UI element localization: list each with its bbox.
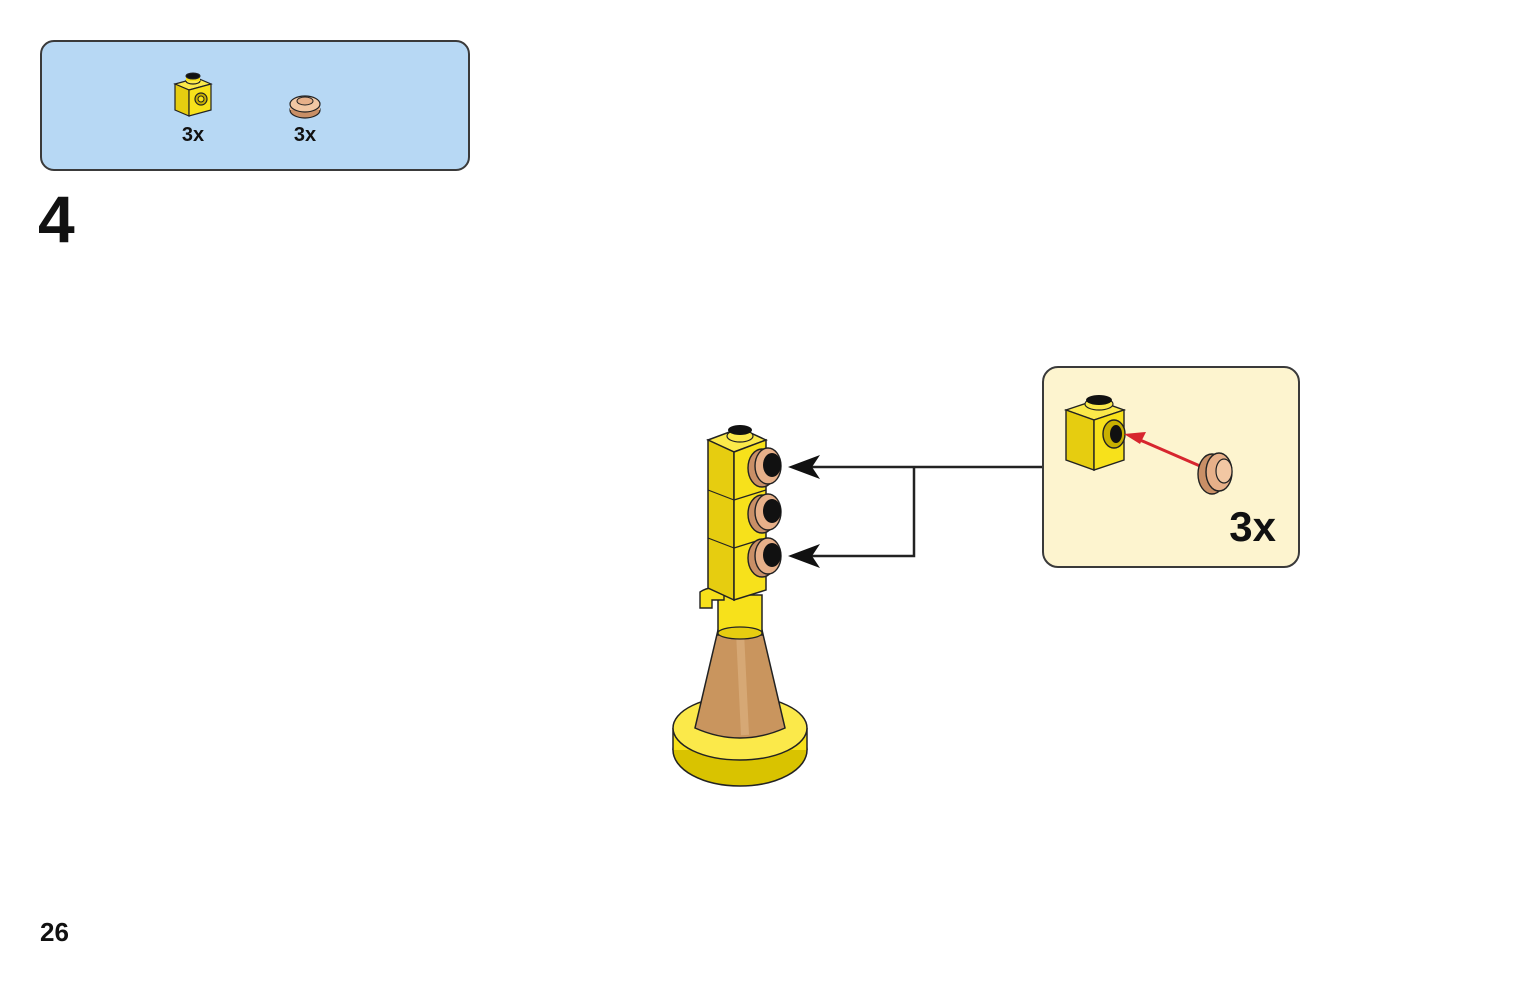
sub-assembly-callout: 3x: [1042, 366, 1300, 568]
red-direction-arrow-icon: [1124, 432, 1201, 468]
step-number: 4: [38, 182, 75, 256]
parts-list-quantity: 3x: [181, 124, 205, 146]
tan-cone-icon: [694, 629, 786, 739]
parts-list-item-headlight-brick: 3x: [168, 70, 218, 147]
callout-illustration: [1063, 395, 1233, 495]
arrowhead-icon: [788, 455, 820, 479]
parts-list-item-round-plate: 3x: [285, 90, 325, 147]
callout-quantity: 3x: [1229, 503, 1276, 550]
parts-list-box: 3x 3x: [40, 40, 470, 171]
parts-list-quantity: 3x: [293, 124, 317, 146]
page-number: 26: [40, 917, 69, 947]
tan-round-plate-icon: [289, 95, 321, 119]
yellow-headlight-brick-icon: [1063, 395, 1127, 471]
tan-round-plate-icon: [1197, 452, 1233, 495]
callout-connector-arrows: [812, 465, 1043, 558]
stacked-headlight-bricks-icon: [706, 425, 782, 602]
yellow-headlight-brick-icon: [173, 72, 213, 117]
arrowhead-icon: [788, 544, 820, 568]
